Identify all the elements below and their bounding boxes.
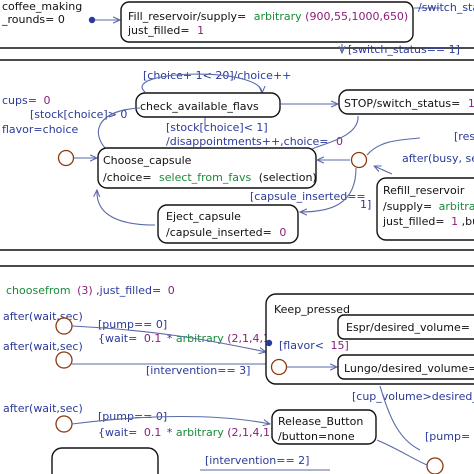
fill-reservoir-line2: just_filled= 1 — [127, 24, 204, 37]
stop-state[interactable] — [338, 89, 474, 115]
refill-reservoir-state[interactable] — [376, 177, 474, 241]
after-busy-label: after(busy, se — [402, 152, 474, 165]
espr-label: Espr/desired_volume= arbi — [346, 321, 474, 334]
choice-loop-guard: [choice+ 1< 20]/choice++ — [143, 69, 291, 82]
section-3: choosefrom (3) ,just_filled= 0 after(wai… — [0, 265, 474, 474]
choose-capsule-state[interactable] — [97, 147, 317, 189]
stock-guard-right: [stock[choice]< 1] — [166, 121, 268, 134]
lungo-state[interactable] — [337, 354, 474, 380]
capsule-inserted-guard: [capsule_inserted== — [250, 190, 366, 203]
choice-loop-arrow — [141, 73, 262, 93]
section-2-frame — [0, 59, 474, 251]
stop-state-label: STOP/switch_status= 1 — [344, 97, 474, 110]
keep-default-dot — [265, 339, 273, 347]
cups-label: cups= 0 — [2, 94, 50, 107]
fill-reservoir-line1: Fill_reservoir/supply= arbitrary (900,55… — [128, 10, 408, 23]
cup-volume-arrow — [379, 385, 421, 451]
release-button-state[interactable] — [271, 409, 377, 445]
bottom-state-partial[interactable] — [51, 447, 159, 474]
flavor-guard: [flavor< 15] — [279, 339, 349, 352]
section-1: coffee_making _rounds= 0 Fill_reservoir/… — [0, 0, 474, 56]
choose-capsule-name: Choose_capsule — [103, 154, 192, 167]
rounds-label: _rounds= 0 — [1, 13, 65, 26]
switch-status-right-label: /switch_sta — [418, 1, 474, 14]
keep-pressed-name: Keep_pressed — [274, 303, 350, 316]
res-label: [res — [454, 130, 474, 143]
junction-1 — [55, 317, 73, 335]
refill-reservoir-name: Refill_reservoir — [383, 184, 465, 197]
section-2: [choice+ 1< 20]/choice++ check_available… — [0, 59, 474, 251]
pump-guard-3: [pump= — [425, 430, 470, 443]
eject-to-choose-arrow — [97, 190, 156, 226]
intervention-guard-2: [intervention== 2] — [205, 454, 309, 467]
stock-to-junction-arrow — [311, 115, 359, 151]
capsule-to-eject-arrow — [300, 167, 357, 212]
after-wait-2: after(wait,sec) — [3, 340, 83, 353]
junction-4 — [426, 457, 444, 474]
junction1-to-keep-arrow — [71, 325, 266, 352]
junction3-to-release-arrow — [71, 415, 270, 425]
cup-volume-guard: [cup_volume>desired_vo — [352, 390, 474, 403]
flavor-choice-label: flavor=choice — [2, 123, 79, 136]
intervention-guard-1: [intervention== 3] — [146, 364, 250, 377]
release-button-action: /button=none — [278, 430, 355, 443]
refill-to-junction-arrow — [374, 166, 393, 175]
choose-capsule-action: /choice= select_from_favs (selection) — [103, 171, 317, 184]
section-3-frame — [0, 265, 474, 267]
lungo-label: Lungo/desired_volume= — [344, 362, 474, 375]
left-junction — [57, 149, 75, 167]
stock-guard-left: [stock[choice]> 0 — [30, 108, 127, 121]
section-1-frame — [0, 47, 474, 49]
junction-3 — [55, 415, 73, 433]
eject-capsule-action: /capsule_inserted= 0 — [166, 226, 286, 239]
wait-expression-2: {wait= 0.1 * arbitrary (2,1,4,1) } — [98, 426, 285, 439]
default-transition-dot — [88, 16, 96, 24]
stock-left-arrow — [97, 107, 141, 149]
junction-2 — [55, 351, 73, 369]
after-wait-3: after(wait,sec) — [3, 402, 83, 415]
refill-reservoir-line3: just_filled= 1 ,bu — [382, 215, 474, 228]
coffee-making-label: coffee_making — [2, 0, 82, 13]
right-junction — [350, 151, 368, 169]
eject-capsule-name: Eject_capsule — [166, 210, 241, 223]
switch-status-guard: [switch_status== 1] — [348, 43, 460, 56]
espr-state[interactable] — [337, 314, 474, 340]
release-button-name: Release_Button — [278, 415, 363, 428]
refill-reservoir-line2: /supply= arbitrar — [383, 200, 474, 213]
disappointments-label: /disappointments++,choice= 0 — [166, 135, 343, 148]
check-available-flavs-label: check_available_flavs — [140, 100, 259, 113]
release-to-junction4 — [376, 439, 428, 466]
fill-reservoir-state[interactable] — [120, 1, 414, 43]
res-arrow — [366, 137, 421, 156]
keep-junction — [270, 358, 288, 376]
check-available-flavs-state[interactable] — [135, 92, 281, 118]
choosefrom-label: choosefrom (3) ,just_filled= 0 — [6, 284, 175, 297]
eject-capsule-state[interactable] — [157, 204, 299, 244]
capsule-inserted-guard-value: 1] — [360, 198, 371, 211]
wait-expression-1: {wait= 0.1 * arbitrary (2,1,4,1) } — [98, 332, 285, 345]
pump-guard-1: [pump== 0] — [98, 318, 167, 331]
